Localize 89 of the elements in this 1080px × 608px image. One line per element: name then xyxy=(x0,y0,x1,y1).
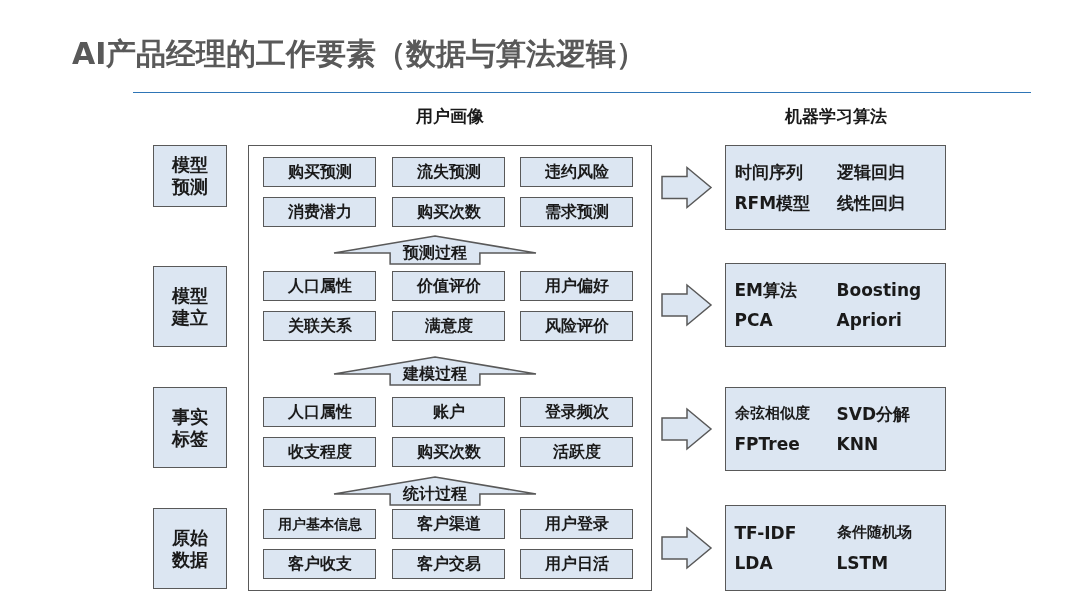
stage-label: 模型预测 xyxy=(171,154,209,198)
tag-box xyxy=(392,197,505,227)
tag-label: 收支程度 xyxy=(287,442,352,462)
algorithm-name: SVD分解 xyxy=(836,403,911,424)
tag-box xyxy=(263,437,376,467)
algorithm-name: KNN xyxy=(836,434,880,455)
tag-box xyxy=(392,311,505,341)
algorithm-name: 条件随机场 xyxy=(836,522,913,543)
algorithm-name: 线性回归 xyxy=(836,192,906,213)
algorithm-name: Apriori xyxy=(836,310,903,331)
block-arrow xyxy=(661,283,713,327)
tag-box xyxy=(263,397,376,427)
algorithm-box xyxy=(725,145,946,230)
tag-label: 消费潜力 xyxy=(287,202,352,222)
algorithm-box xyxy=(725,505,946,591)
algorithm-name: Boosting xyxy=(836,279,923,300)
algorithm-name: LSTM xyxy=(836,553,890,574)
algorithm-box xyxy=(725,263,946,347)
algorithm-name: 余弦相似度 xyxy=(734,403,811,424)
tag-box xyxy=(520,549,633,579)
tag-box xyxy=(520,509,633,539)
tag-label: 用户登录 xyxy=(544,514,609,534)
tag-label: 购买预测 xyxy=(287,162,352,182)
block-arrow xyxy=(661,526,713,570)
process-label: 统计过程 xyxy=(401,484,468,504)
tag-box xyxy=(520,437,633,467)
algorithm-name: FPTree xyxy=(734,434,801,455)
tag-box xyxy=(392,549,505,579)
tag-label: 购买次数 xyxy=(416,202,481,222)
tag-box xyxy=(263,549,376,579)
algorithm-box xyxy=(725,387,946,471)
tag-label: 账户 xyxy=(432,402,465,422)
tag-box xyxy=(263,311,376,341)
stage-label: 原始数据 xyxy=(171,526,209,571)
tag-label: 用户日活 xyxy=(544,554,609,574)
block-arrow xyxy=(661,407,713,451)
stage-label: 模型建立 xyxy=(171,284,209,329)
process-arrow xyxy=(333,476,537,506)
tag-box xyxy=(520,157,633,187)
stage-box xyxy=(153,508,227,589)
tag-box xyxy=(263,157,376,187)
tag-box xyxy=(520,197,633,227)
algorithm-name: 时间序列 xyxy=(734,162,804,183)
tag-label: 客户收支 xyxy=(287,554,352,574)
stage-box xyxy=(153,145,227,207)
block-arrow xyxy=(661,165,713,210)
tag-label: 违约风险 xyxy=(544,162,609,182)
algorithm-name: EM算法 xyxy=(734,279,799,300)
tag-label: 用户基本信息 xyxy=(277,515,362,533)
algorithm-name: 逻辑回归 xyxy=(836,162,906,183)
tag-box xyxy=(263,197,376,227)
tag-box xyxy=(263,509,376,539)
tag-label: 人口属性 xyxy=(287,402,352,422)
process-arrow xyxy=(333,356,537,386)
column-heading: 机器学习算法 xyxy=(783,106,888,127)
tag-box xyxy=(263,271,376,301)
algorithm-name: PCA xyxy=(734,310,774,331)
tag-box xyxy=(520,271,633,301)
tag-label: 需求预测 xyxy=(544,202,609,222)
stage-box xyxy=(153,266,227,347)
process-label: 建模过程 xyxy=(401,364,468,384)
tag-label: 风险评价 xyxy=(544,316,609,336)
tag-label: 人口属性 xyxy=(287,276,352,296)
tag-box xyxy=(520,397,633,427)
tag-box xyxy=(520,311,633,341)
title: AI产品经理的工作要素（数据与算法逻辑） xyxy=(72,35,647,73)
tag-label: 购买次数 xyxy=(416,442,481,462)
tag-label: 用户偏好 xyxy=(544,276,609,296)
tag-label: 关联关系 xyxy=(287,316,352,336)
tag-label: 流失预测 xyxy=(416,162,481,182)
tag-box xyxy=(392,437,505,467)
tag-label: 客户渠道 xyxy=(416,514,481,534)
process-arrow xyxy=(333,235,537,265)
process-label: 预测过程 xyxy=(401,243,468,263)
tag-box xyxy=(392,509,505,539)
panel-heading: 用户画像 xyxy=(415,106,485,127)
tag-label: 满意度 xyxy=(424,316,473,336)
algorithm-name: RFM模型 xyxy=(734,192,812,213)
tag-label: 活跃度 xyxy=(552,442,601,462)
tag-box xyxy=(392,271,505,301)
stage-label: 事实标签 xyxy=(171,405,209,450)
tag-label: 价值评价 xyxy=(416,276,481,296)
tag-label: 客户交易 xyxy=(416,554,481,574)
algorithm-name: LDA xyxy=(734,553,774,574)
tag-label: 登录频次 xyxy=(544,402,609,422)
tag-box xyxy=(392,397,505,427)
algorithm-name: TF-IDF xyxy=(734,522,798,543)
tag-box xyxy=(392,157,505,187)
stage-box xyxy=(153,387,227,468)
